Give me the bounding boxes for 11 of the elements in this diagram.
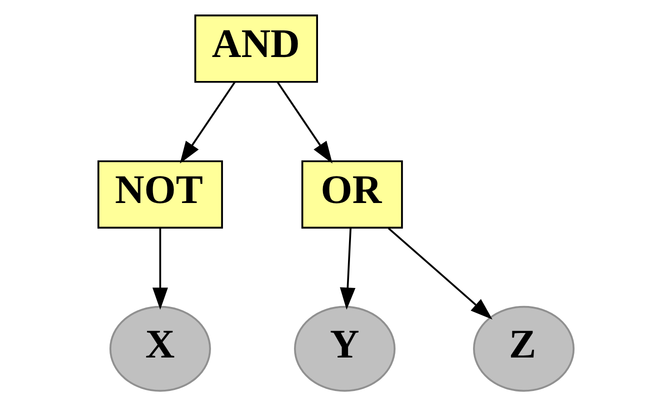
node-ellipse: Y: [294, 306, 396, 392]
node-box: AND: [194, 14, 318, 83]
arrow: [152, 228, 168, 310]
node-box: NOT: [97, 160, 223, 229]
arrow: [276, 82, 332, 164]
arrow: [180, 82, 236, 164]
arrow: [388, 228, 492, 320]
node-box: OR: [301, 160, 403, 229]
node-ellipse: X: [109, 306, 211, 392]
node-ellipse: Z: [473, 306, 575, 392]
arrow: [340, 228, 356, 310]
